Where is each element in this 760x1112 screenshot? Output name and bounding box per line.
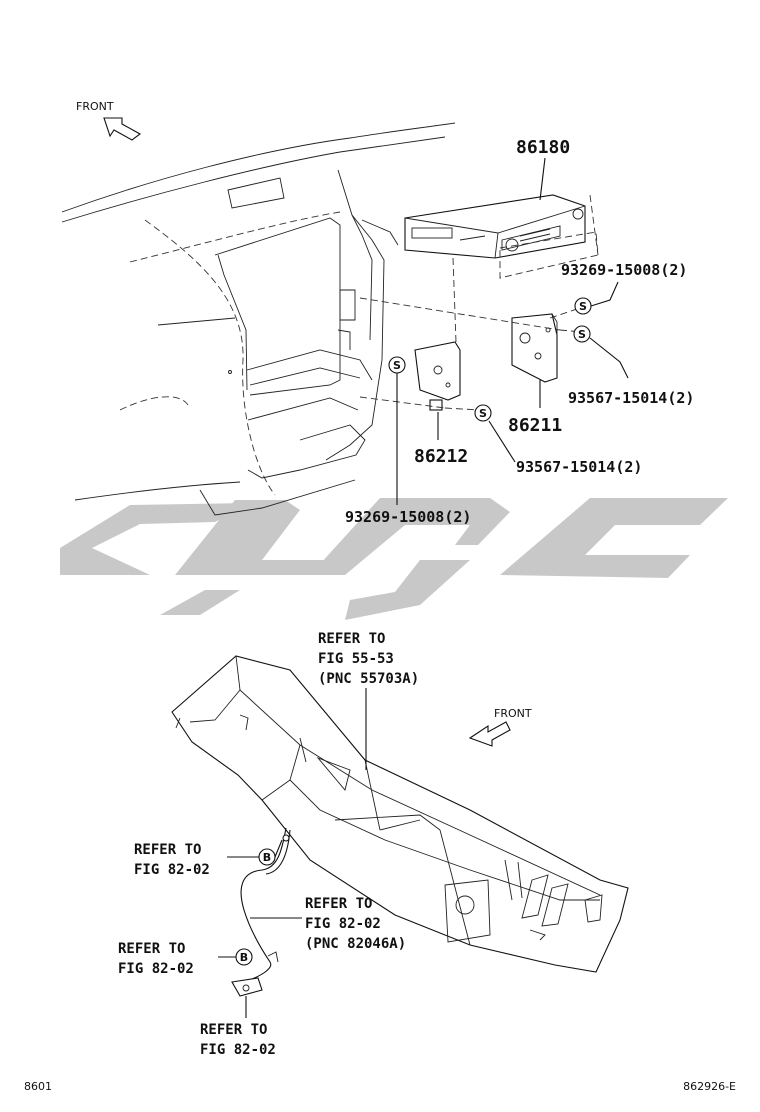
svg-text:REFER TO: REFER TO	[200, 1022, 267, 1038]
part-86180: 86180	[516, 137, 570, 158]
screw-symbol-right: S	[573, 325, 591, 343]
refer-note-wire: REFER TO FIG 82-02 (PNC 82046A)	[305, 896, 406, 952]
radio-outline-side	[589, 194, 599, 256]
leader-screw-mid	[488, 420, 516, 463]
screw-symbol-upper-right: S	[574, 297, 592, 315]
refer-note-cowl: REFER TO FIG 55-53 (PNC 55703A)	[318, 631, 419, 687]
assembly-line-2	[359, 396, 446, 409]
assembly-line-5	[559, 329, 583, 333]
front-arrow-icon-top	[103, 117, 142, 141]
svg-text:B: B	[240, 951, 248, 964]
svg-text:(PNC 82046A): (PNC 82046A)	[305, 936, 406, 952]
front-arrow-icon-bottom	[468, 721, 511, 747]
dashboard-illustration	[61, 122, 456, 516]
bracket-86211	[511, 313, 558, 383]
part-86212: 86212	[414, 446, 468, 467]
leader-86180	[539, 157, 546, 201]
svg-text:S: S	[479, 407, 487, 420]
svg-text:REFER TO: REFER TO	[318, 631, 385, 647]
bracket-86212	[414, 341, 461, 411]
svg-text:FIG 82-02: FIG 82-02	[134, 862, 210, 878]
svg-text:REFER TO: REFER TO	[118, 941, 185, 957]
svg-text:REFER TO: REFER TO	[134, 842, 201, 858]
screw-symbol-left: S	[388, 356, 406, 374]
svg-text:S: S	[579, 300, 587, 313]
part-93269-15008-lower: 93269-15008(2)	[345, 508, 471, 526]
page-code: 8601	[24, 1080, 52, 1093]
svg-text:REFER TO: REFER TO	[305, 896, 372, 912]
refer-note-ground-lower: REFER TO FIG 82-02	[118, 941, 194, 977]
svg-text:FIG 55-53: FIG 55-53	[318, 651, 394, 667]
part-93567-15014-right: 93567-15014(2)	[568, 389, 694, 407]
cowl-panel-illustration	[171, 655, 629, 973]
svg-text:S: S	[578, 328, 586, 341]
svg-text:FIG 82-02: FIG 82-02	[200, 1042, 276, 1058]
assembly-line-6	[549, 307, 581, 319]
ground-symbol-upper: B	[258, 848, 276, 866]
assembly-line-1	[359, 297, 561, 331]
screw-symbol-mid: S	[474, 404, 492, 422]
front-label-top: FRONT	[76, 100, 114, 113]
part-86211: 86211	[508, 415, 562, 436]
leader-screw-upper-right	[590, 281, 619, 307]
svg-text:S: S	[393, 359, 401, 372]
part-93567-15014-mid: 93567-15014(2)	[516, 458, 642, 476]
front-label-bottom: FRONT	[494, 707, 532, 720]
refer-note-ground-upper: REFER TO FIG 82-02	[134, 842, 210, 878]
assembly-line-3	[444, 407, 481, 411]
part-93269-15008-upper: 93269-15008(2)	[561, 261, 687, 279]
leader-ground-upper-2	[274, 839, 283, 858]
svg-text:FIG 82-02: FIG 82-02	[118, 961, 194, 977]
radio-outline-box	[499, 231, 599, 279]
assembly-line-4	[452, 257, 457, 343]
radio-unit	[404, 194, 586, 259]
svg-text:FIG 82-02: FIG 82-02	[305, 916, 381, 932]
watermark-logo	[60, 498, 728, 620]
ground-wire-harness	[231, 827, 291, 997]
leader-screw-right	[589, 337, 629, 379]
ground-symbol-lower: B	[235, 948, 253, 966]
svg-text:(PNC 55703A): (PNC 55703A)	[318, 671, 419, 687]
figure-code: 862926-E	[683, 1080, 736, 1093]
svg-text:B: B	[263, 851, 271, 864]
refer-note-bottom: REFER TO FIG 82-02	[200, 1022, 276, 1058]
